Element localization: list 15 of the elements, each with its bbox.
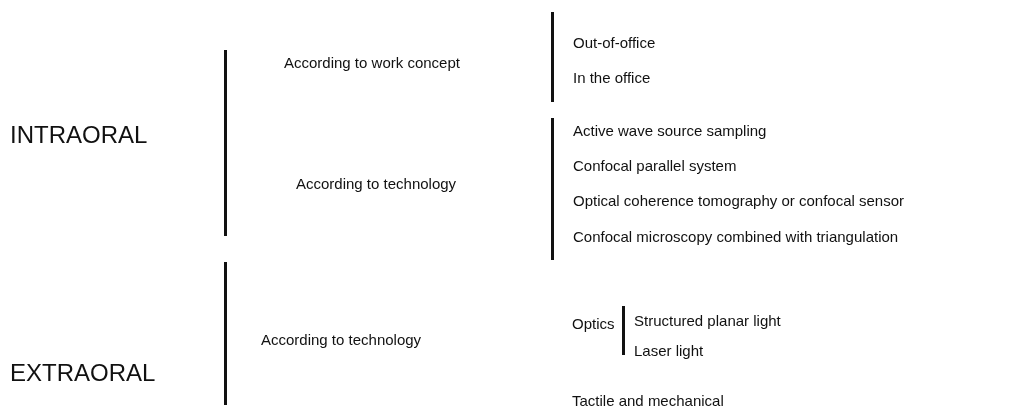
group-label: Optics xyxy=(572,314,615,332)
group-label: According to work concept xyxy=(284,53,460,71)
item-label: Tactile and mechanical xyxy=(572,391,724,409)
group-label: According to technology xyxy=(261,330,422,348)
item-label: Structured planar light xyxy=(634,311,781,329)
item-label: Confocal parallel system xyxy=(573,156,737,174)
item-label: Confocal microscopy combined with triangulation xyxy=(573,227,899,245)
item-label: Laser light xyxy=(634,341,704,359)
item-label: Active wave source sampling xyxy=(573,121,767,139)
group-label: According to technology xyxy=(296,174,457,192)
item-label: Optical coherence tomography or confocal sensor xyxy=(573,191,904,209)
item-label: In the office xyxy=(573,68,651,86)
category-heading: EXTRAORAL xyxy=(10,359,156,387)
item-label: Out-of-office xyxy=(573,33,656,51)
category-heading: INTRAORAL xyxy=(10,121,148,149)
